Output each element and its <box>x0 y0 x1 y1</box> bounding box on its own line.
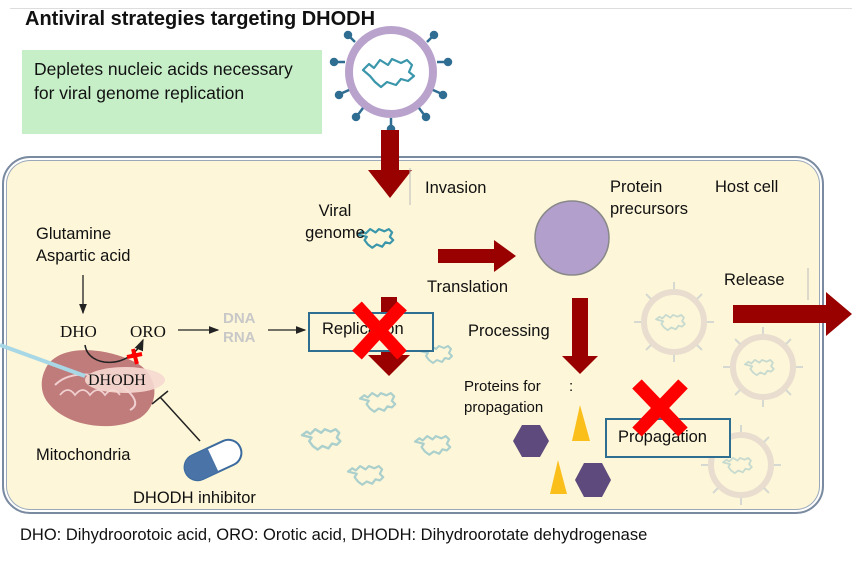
blocked-cross-icon <box>126 348 143 365</box>
propagation-block-cross-icon <box>632 379 688 437</box>
figure-title: Antiviral strategies targeting DHODH <box>25 8 376 30</box>
glutamine-label: Glutamine <box>36 225 112 243</box>
inhibition-bar <box>151 390 169 405</box>
mitochondria-label: Mitochondria <box>36 446 131 464</box>
protein-hexagon-icon <box>575 463 611 497</box>
colon-label: : <box>569 378 574 395</box>
inhibition-line <box>159 396 201 442</box>
dho-label: DHO <box>60 322 97 341</box>
top-divider <box>10 8 852 9</box>
dhodh-highlight <box>85 367 165 393</box>
inhibitor-label: DHODH inhibitor <box>133 489 256 507</box>
processing-arrow <box>562 298 598 374</box>
mechanism-box <box>22 50 322 134</box>
host-cell-label: Host cell <box>715 178 779 196</box>
protein-triangle-icon <box>550 460 567 494</box>
pointer-line <box>0 343 86 378</box>
translation-label: Translation <box>427 278 509 296</box>
protein-hexagon-icon <box>513 425 549 457</box>
dna-label: DNA <box>223 310 256 327</box>
released-virus-icon <box>723 327 803 407</box>
protein-precursor-icon <box>534 200 610 276</box>
release-arrow <box>733 292 852 336</box>
pill-icon <box>183 438 243 482</box>
processing-label: Processing <box>468 322 550 340</box>
proteins-for-propagation-label: Proteins for propagation <box>464 378 544 416</box>
viral-genome-label: Viral genome <box>305 202 365 242</box>
released-virus-icon <box>634 282 714 362</box>
dhodh-label: DHODH <box>88 372 146 389</box>
invasion-arrow <box>368 130 412 198</box>
release-label: Release <box>724 271 785 289</box>
invasion-label: Invasion <box>425 179 487 197</box>
mechanism-text: Depletes nucleic acids necessary for vir… <box>34 59 293 103</box>
replication-block-cross-icon <box>352 301 407 360</box>
translation-arrow <box>438 240 516 272</box>
protein-triangle-icon <box>572 405 590 441</box>
aspartic-acid-label: Aspartic acid <box>36 247 131 265</box>
dho-to-oro-arrow <box>84 338 144 364</box>
rna-label: RNA <box>223 329 256 346</box>
virus-particle-icon <box>329 26 453 134</box>
protein-precursors-label: Protein precursors <box>610 178 688 218</box>
footnote: DHO: Dihydroorotoic acid, ORO: Orotic ac… <box>20 526 648 544</box>
oro-label: ORO <box>130 322 166 341</box>
